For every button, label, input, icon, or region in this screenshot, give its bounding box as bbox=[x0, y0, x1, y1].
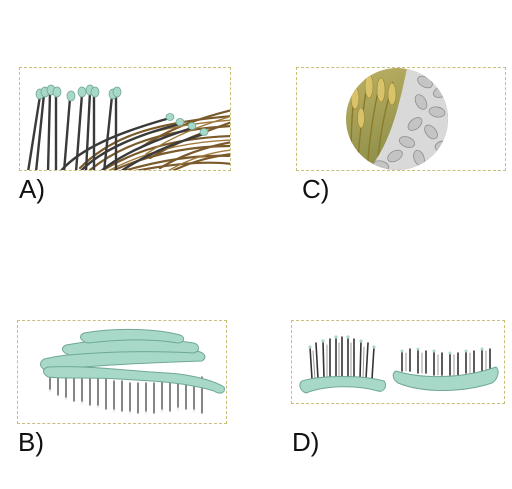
option-d-label: D) bbox=[292, 427, 320, 457]
bristle-tips-illustration bbox=[27, 84, 230, 170]
option-c-label: C) bbox=[302, 174, 330, 204]
option-b-image[interactable] bbox=[17, 320, 227, 424]
option-a-image[interactable] bbox=[19, 67, 231, 171]
stacked-detangling-brushes bbox=[40, 328, 225, 415]
wheat-and-pellets-circle bbox=[346, 68, 448, 170]
curved-paddle-brushes bbox=[299, 335, 499, 394]
option-c-image[interactable] bbox=[296, 67, 506, 171]
option-a-label: A) bbox=[19, 174, 45, 204]
option-b-label: B) bbox=[18, 427, 44, 457]
option-d-image[interactable] bbox=[291, 320, 505, 404]
